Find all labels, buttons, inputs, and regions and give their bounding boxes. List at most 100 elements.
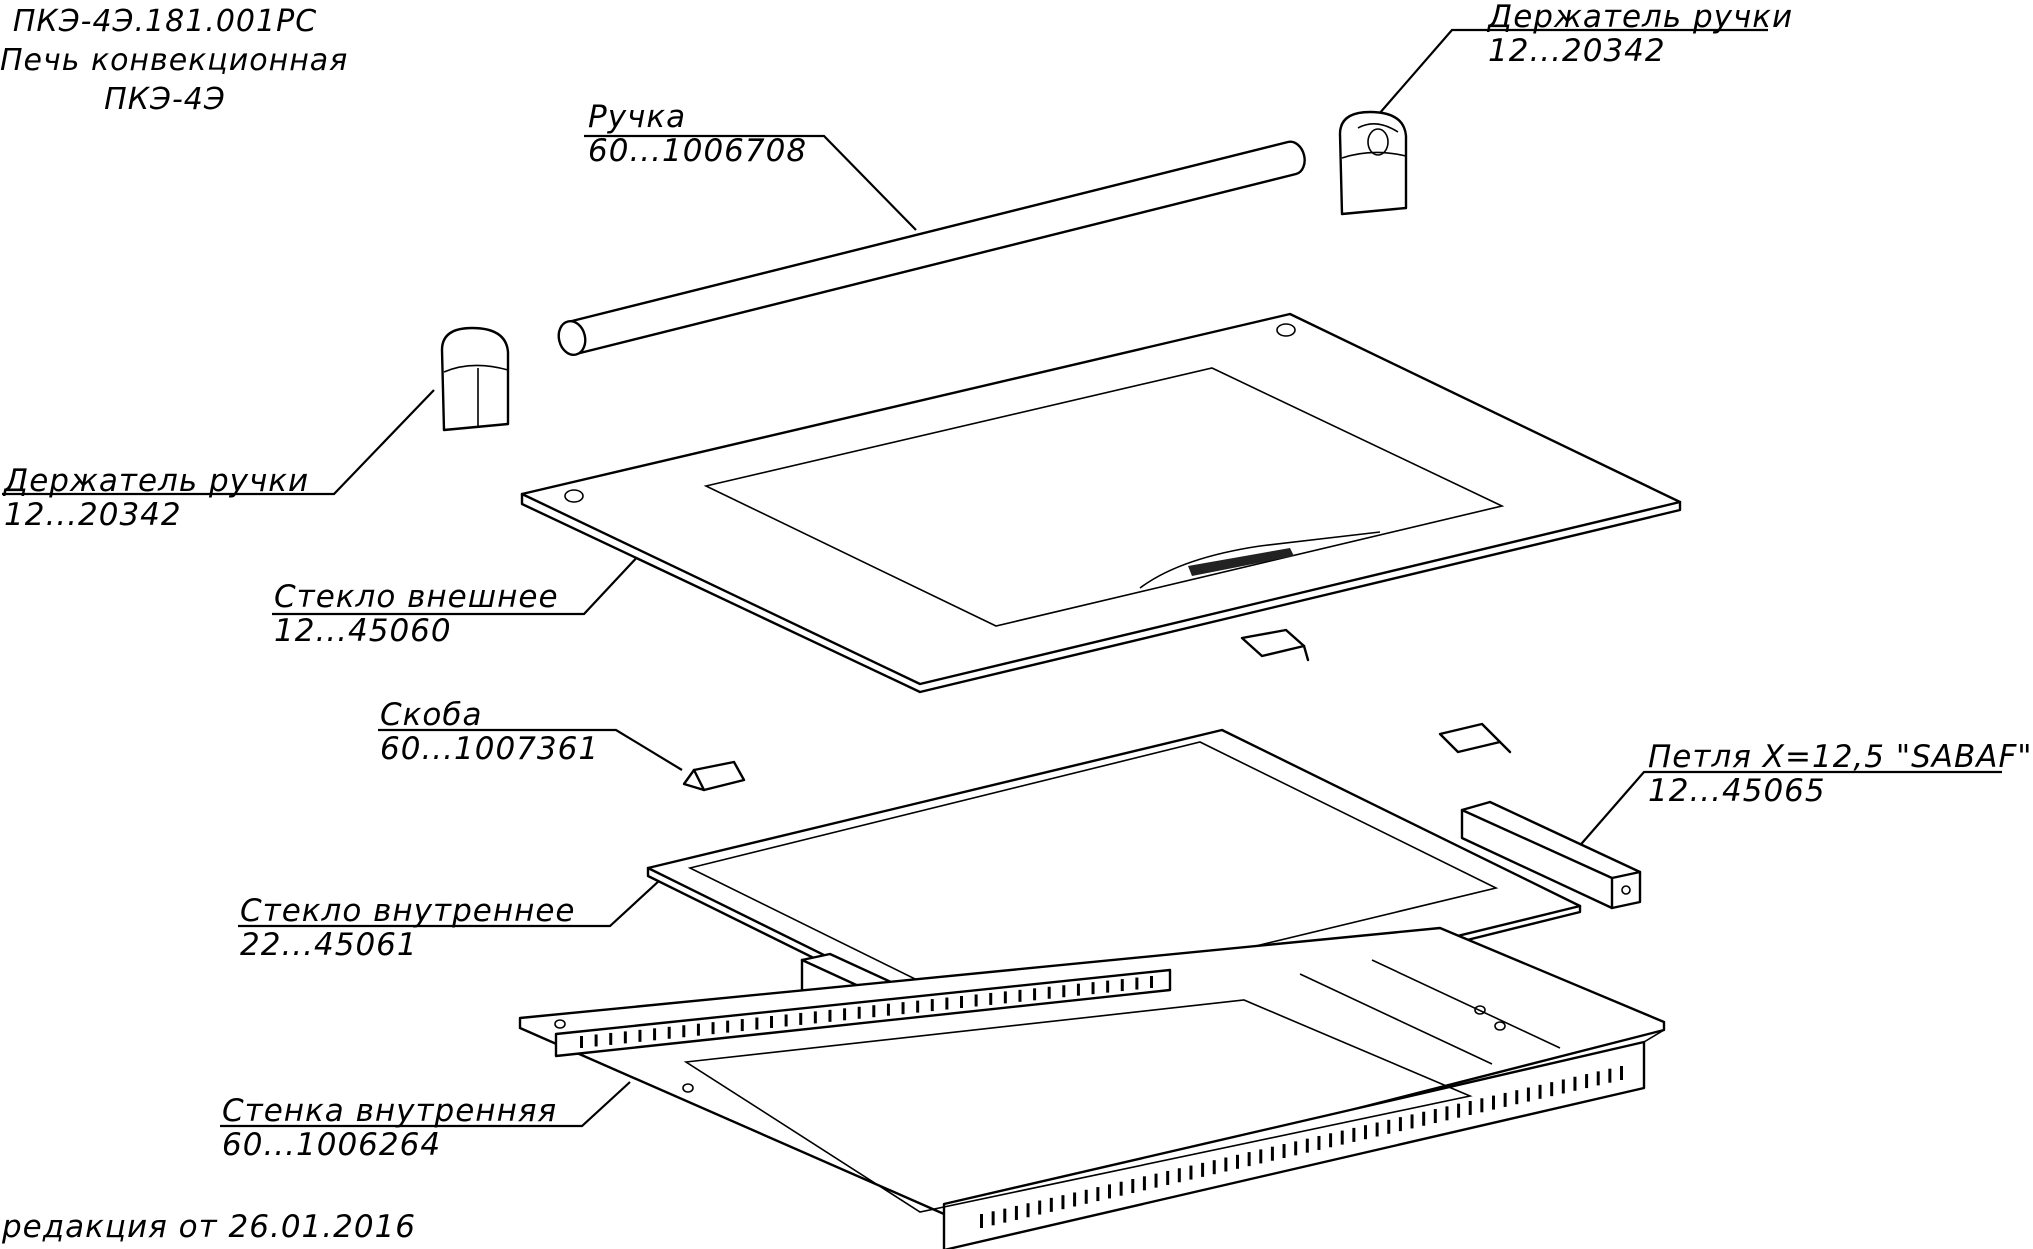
slot [1003, 991, 1007, 1004]
product-model: ПКЭ-4Э [104, 82, 226, 117]
slot [1049, 1197, 1053, 1212]
slot [1550, 1082, 1554, 1097]
handle-holder-left [440, 326, 510, 432]
slot [1076, 983, 1080, 996]
part-name: Держатель ручки [4, 463, 310, 499]
slot [1503, 1092, 1507, 1107]
handle-holder-right [1338, 110, 1408, 216]
slot [1364, 1125, 1367, 1140]
slot [1189, 1165, 1193, 1180]
slot [1212, 1160, 1216, 1175]
ventilation-slots [580, 976, 1623, 1228]
slot [696, 1023, 700, 1036]
slot [726, 1020, 730, 1033]
slot [1091, 982, 1095, 995]
part-code: 60...1007361 [380, 731, 600, 767]
slot [1387, 1119, 1391, 1134]
slot [623, 1031, 627, 1044]
slot [1038, 1200, 1042, 1215]
part-code: 12...45060 [274, 613, 452, 649]
slot [901, 1002, 905, 1015]
slot [1061, 1195, 1065, 1210]
slot [1375, 1122, 1379, 1137]
part-code: 12...20342 [4, 497, 182, 533]
slot [1150, 976, 1153, 988]
callout-inner-glass: Стекло внутреннее 22...45061 [240, 894, 576, 962]
part-name: Ручка [588, 99, 687, 135]
slot [1294, 1141, 1298, 1156]
slot [991, 1211, 995, 1226]
slot [1096, 1187, 1100, 1202]
slot [960, 996, 963, 1008]
revision-note: редакция от 26.01.2016 [2, 1209, 417, 1245]
slot [1538, 1084, 1542, 1099]
slot [1084, 1189, 1088, 1204]
slot [594, 1034, 598, 1047]
product-name: Печь конвекционная [0, 43, 349, 78]
slot [1120, 979, 1124, 992]
slot [1585, 1074, 1589, 1089]
slot [872, 1005, 876, 1018]
leader-inner-wall [220, 1081, 631, 1128]
slot [1608, 1068, 1612, 1083]
slot [1119, 1181, 1123, 1196]
leader-lines [2, 28, 2002, 1128]
part-name: Стекло внешнее [274, 579, 559, 615]
callout-holder-right: Держатель ручки 12...20342 [1488, 0, 1793, 68]
slot [1201, 1162, 1205, 1177]
outer-glass [520, 312, 1682, 694]
slot [1515, 1090, 1519, 1105]
hinge-right [1460, 800, 1642, 910]
slot [1224, 1157, 1228, 1172]
slot [1026, 1203, 1030, 1218]
slot [1340, 1130, 1344, 1145]
callout-inner-wall: Стенка внутренняя 60...1006264 [222, 1094, 557, 1162]
slot [1259, 1149, 1263, 1164]
slot [1398, 1117, 1402, 1132]
slot [1073, 1192, 1077, 1207]
callout-bracket: Скоба 60...1007361 [380, 698, 599, 766]
slot [580, 1036, 583, 1048]
title-block: ПКЭ-4Э.181.001РС Печь конвекционная ПКЭ-… [0, 2, 349, 119]
handle-rod [557, 140, 1306, 356]
slot [813, 1011, 817, 1024]
slot [1329, 1133, 1333, 1148]
slot [1492, 1095, 1495, 1110]
slot [1177, 1168, 1181, 1183]
part-name: Стекло внутреннее [240, 893, 576, 929]
callout-hinge: Петля X=12,5 "SABAF" 12...45065 [1648, 740, 2033, 808]
slot [1305, 1138, 1309, 1153]
slot [1573, 1076, 1577, 1091]
leader-holder-right [1371, 28, 1768, 123]
leader-inner-glass [238, 879, 661, 928]
slot [638, 1029, 642, 1042]
slot [857, 1006, 861, 1019]
part-code: 12...45065 [1648, 773, 1826, 809]
slot [799, 1012, 803, 1025]
slot [1457, 1103, 1461, 1118]
slot [916, 1000, 920, 1013]
doc-code: ПКЭ-4Э.181.001РС [12, 4, 318, 39]
leader-holder-left [2, 389, 435, 496]
slot [1033, 988, 1037, 1001]
slot [1445, 1106, 1449, 1121]
slot [1018, 989, 1022, 1002]
slot [945, 997, 949, 1010]
slot [1352, 1127, 1356, 1142]
slot [843, 1008, 847, 1021]
slot [1236, 1154, 1239, 1169]
inner-wall [518, 926, 1666, 1249]
slot [1108, 1184, 1111, 1199]
slot [1282, 1144, 1286, 1159]
slot [828, 1009, 832, 1022]
part-name: Держатель ручки [1488, 0, 1794, 35]
slot [980, 1214, 983, 1228]
slot [1270, 1146, 1274, 1161]
slot [974, 994, 978, 1007]
slot [609, 1032, 613, 1045]
slot [1433, 1109, 1437, 1124]
part-code: 12...20342 [1488, 33, 1666, 69]
slot [989, 992, 993, 1005]
slot [930, 999, 934, 1012]
